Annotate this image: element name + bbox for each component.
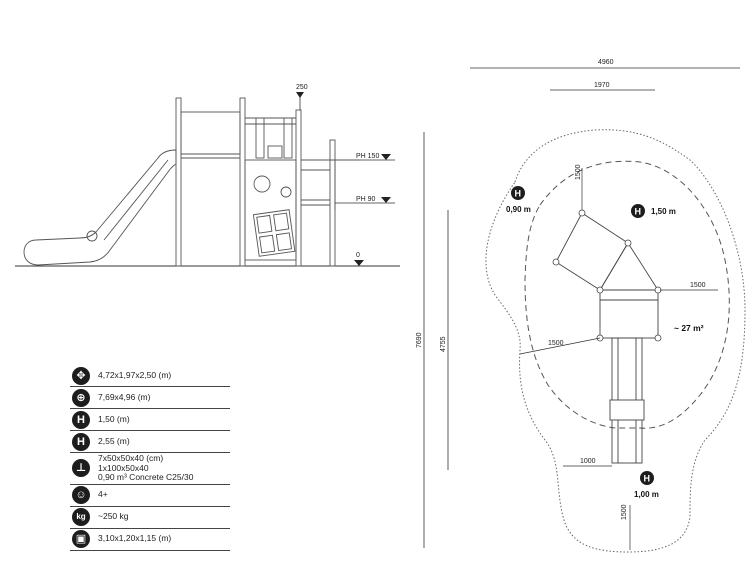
- fall-height-icon: [631, 204, 645, 218]
- slide-offset-dim: 1000: [580, 458, 596, 465]
- weight-icon: kg: [72, 508, 90, 526]
- slide: [23, 149, 177, 266]
- platform-square: [599, 289, 659, 339]
- spec-value: 4+: [98, 489, 108, 500]
- height-label-top-plan: 1,50 m: [651, 207, 676, 216]
- climbing-grid: [252, 209, 296, 257]
- height-label-left: 0,90 m: [506, 205, 531, 214]
- wall-panel: [244, 159, 297, 261]
- svg-text:H: H: [635, 207, 642, 217]
- roof-square: [555, 212, 629, 291]
- age-icon: ☺: [72, 486, 90, 504]
- ground-height-0: 0: [356, 252, 360, 259]
- left-offset-dim: 1500: [548, 340, 564, 347]
- height-badge-bottom: H 1,00 m: [634, 471, 659, 499]
- fall-height-icon: H: [72, 410, 90, 429]
- spec-value: 4,72x1,97x2,50 (m): [98, 369, 172, 380]
- post: [329, 139, 336, 267]
- post: [175, 97, 182, 267]
- plan-view: 4960 1970 7690 4755: [416, 59, 746, 553]
- spec-value: 2,55 (m): [98, 435, 130, 446]
- right-offset-dim: 1500: [690, 282, 706, 289]
- post: [295, 109, 302, 267]
- free-height-icon: H: [72, 432, 90, 451]
- arrows-dimensions-icon: ✥: [72, 366, 90, 385]
- spec-row: ⊕ 7,69x4,96 (m): [70, 387, 230, 409]
- structure-plan: [555, 212, 659, 464]
- fall-height-icon: [640, 471, 654, 485]
- spec-value: ~250 kg: [98, 511, 129, 522]
- spec-row: H 2,55 (m): [70, 431, 230, 453]
- spec-value: 7,69x4,96 (m): [98, 391, 151, 402]
- package-icon: ▣: [72, 530, 90, 548]
- spec-row: ✥ 4,72x1,97x2,50 (m): [70, 365, 230, 387]
- height-badge-left: H 0,90 m: [506, 186, 531, 214]
- spec-row: kg ~250 kg: [70, 507, 230, 529]
- elevation-view: [15, 97, 400, 267]
- inner-width-dim: 1970: [594, 82, 610, 89]
- spec-row: ▣ 3,10x1,20x1,15 (m): [70, 529, 230, 551]
- spec-row: H 1,50 (m): [70, 409, 230, 431]
- top-offset-dim: 1500: [575, 164, 582, 180]
- height-badge-top: H 1,50 m: [631, 204, 676, 218]
- spec-value: 7x50x50x40 (cm) 1x100x50x40 0,90 m³ Conc…: [98, 453, 194, 482]
- spec-table: ✥ 4,72x1,97x2,50 (m) ⊕ 7,69x4,96 (m) H 1,50 (…: [70, 365, 230, 551]
- outer-safety-zone: [485, 129, 746, 553]
- height-label-bottom: 1,00 m: [634, 490, 659, 499]
- svg-text:H: H: [644, 474, 651, 484]
- foundation-icon: ⊥: [72, 459, 90, 478]
- inner-height-dim: 4755: [440, 336, 447, 352]
- height-label-top: 250: [296, 84, 308, 91]
- safety-area-label: ~ 27 m²: [674, 323, 704, 333]
- platform-height-90: PH 90: [356, 196, 376, 203]
- panel-window: [253, 175, 271, 193]
- spec-row: ⊥ 7x50x50x40 (cm) 1x100x50x40 0,90 m³ Con…: [70, 453, 230, 485]
- height-markers: 250 PH 150 PH 90 0: [296, 84, 395, 266]
- fall-height-icon: [511, 186, 525, 200]
- overall-height-dim: 7690: [416, 332, 423, 348]
- platform-height-150: PH 150: [356, 153, 379, 160]
- spec-value: 3,10x1,20x1,15 (m): [98, 533, 172, 544]
- post: [239, 97, 246, 267]
- overall-width-dim: 4960: [598, 59, 614, 66]
- spec-row: ☺ 4+: [70, 485, 230, 507]
- svg-text:H: H: [515, 189, 522, 199]
- bottom-offset-dim: 1500: [621, 504, 628, 520]
- roof-panel: [180, 111, 241, 155]
- safety-area-icon: ⊕: [72, 388, 90, 407]
- inner-safety-zone: [524, 160, 730, 429]
- spec-value: 1,50 (m): [98, 413, 130, 424]
